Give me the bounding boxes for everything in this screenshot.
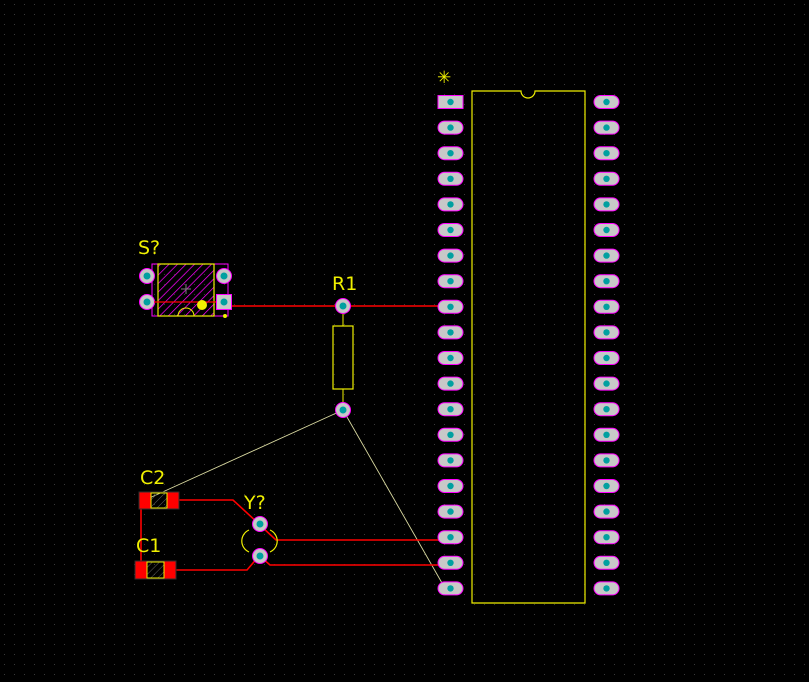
ic-pad-drill — [603, 457, 610, 464]
c2-designator[interactable]: C2 — [140, 467, 165, 489]
ic-pad-drill — [447, 406, 454, 413]
ic-pad-drill — [603, 226, 610, 234]
ic-pad-drill — [603, 559, 610, 566]
ic-pad-drill — [603, 482, 610, 490]
ic-pad-drill — [603, 380, 610, 387]
switch-origin-dot — [197, 300, 207, 310]
ic-pad-drill — [603, 585, 610, 592]
ic-pad-drill — [447, 124, 454, 131]
c1-outline — [134, 560, 177, 580]
ic-pad-drill — [603, 534, 610, 541]
ic-pad-drill — [603, 508, 610, 515]
resistor-footprint[interactable]: R1 — [332, 273, 357, 418]
ic-pad-drill — [447, 150, 454, 157]
ic-pad-drill — [447, 534, 454, 541]
crystal-pad-2-drill — [256, 552, 264, 560]
resistor-pad-1-drill — [339, 302, 347, 310]
switch-designator[interactable]: S? — [138, 237, 160, 259]
ic-pad-drill — [447, 457, 454, 464]
ic-dip40-footprint[interactable]: ✳ — [437, 68, 620, 604]
ic-pad-drill — [447, 354, 454, 362]
crystal-outline-right — [269, 529, 278, 553]
resistor-designator[interactable]: R1 — [332, 273, 357, 295]
c2-pad-left[interactable] — [139, 492, 151, 509]
crystal-pad-1-drill — [256, 520, 264, 528]
ic-pad-drill — [603, 303, 610, 310]
ic-pad-drill — [447, 559, 454, 566]
switch-pad-1-drill — [143, 272, 151, 280]
c1-pad-left[interactable] — [135, 561, 147, 579]
track-crystal-ic-pin18[interactable] — [261, 526, 440, 541]
ic-pad-drill — [447, 380, 454, 387]
ic-pins-right — [593, 95, 620, 596]
ic-pins-left — [437, 95, 464, 596]
ic-pad-drill — [447, 252, 454, 259]
ic-pad-drill — [447, 278, 454, 285]
ic-pad-drill — [603, 150, 610, 157]
switch-pad-4-drill — [220, 298, 228, 306]
ratsnest-r1-ic-pin20[interactable] — [342, 409, 447, 591]
ic-pad-drill — [447, 329, 454, 336]
c2-body — [150, 492, 168, 509]
c1-pad-right[interactable] — [164, 561, 176, 579]
crystal-designator[interactable]: Y? — [243, 492, 266, 514]
ic-pad-drill — [447, 201, 454, 208]
ic-pad-drill — [447, 482, 454, 490]
c2-pad-right[interactable] — [167, 492, 179, 509]
c1-body — [146, 561, 165, 579]
ic-pad-drill — [603, 252, 610, 259]
crystal-footprint[interactable]: Y? — [241, 492, 278, 564]
switch-footprint[interactable]: S? — [138, 237, 232, 318]
ratsnest-layer — [144, 409, 447, 591]
ic-body-outline — [471, 90, 586, 604]
ic-pad-drill — [447, 585, 454, 592]
crystal-outline-left — [241, 529, 250, 553]
resistor-pad-2-drill — [339, 406, 347, 414]
ic-pad-drill — [447, 98, 454, 106]
switch-pad-2-drill — [143, 298, 151, 306]
ic-pad-drill — [447, 226, 454, 234]
ic-pad-drill — [603, 201, 610, 208]
ic-pin1-marker: ✳ — [437, 68, 451, 88]
capacitor-c1-footprint[interactable]: C1 — [134, 535, 177, 580]
ic-pad-drill — [603, 124, 610, 131]
ic-pad-drill — [447, 508, 454, 515]
ic-pad-drill — [603, 354, 610, 362]
ic-pad-drill — [603, 278, 610, 285]
c2-outline — [138, 491, 180, 510]
switch-pad-3-drill — [220, 272, 228, 280]
ic-pad-drill — [603, 329, 610, 336]
ic-pad-drill — [603, 406, 610, 413]
ic-pad-drill — [447, 431, 454, 438]
ratsnest-r1-c2[interactable] — [144, 409, 344, 501]
ic-pad-drill — [603, 431, 610, 438]
switch-pin1-dot — [223, 314, 227, 318]
ic-pad-drill — [603, 175, 610, 182]
c1-designator[interactable]: C1 — [136, 535, 161, 557]
ic-pad-drill — [603, 98, 610, 106]
capacitor-c2-footprint[interactable]: C2 — [138, 467, 180, 510]
ic-pad-drill — [447, 303, 454, 310]
track-c2-crystal[interactable] — [177, 499, 260, 525]
ic-pad-drill — [447, 175, 454, 182]
switch-notch — [177, 307, 195, 317]
